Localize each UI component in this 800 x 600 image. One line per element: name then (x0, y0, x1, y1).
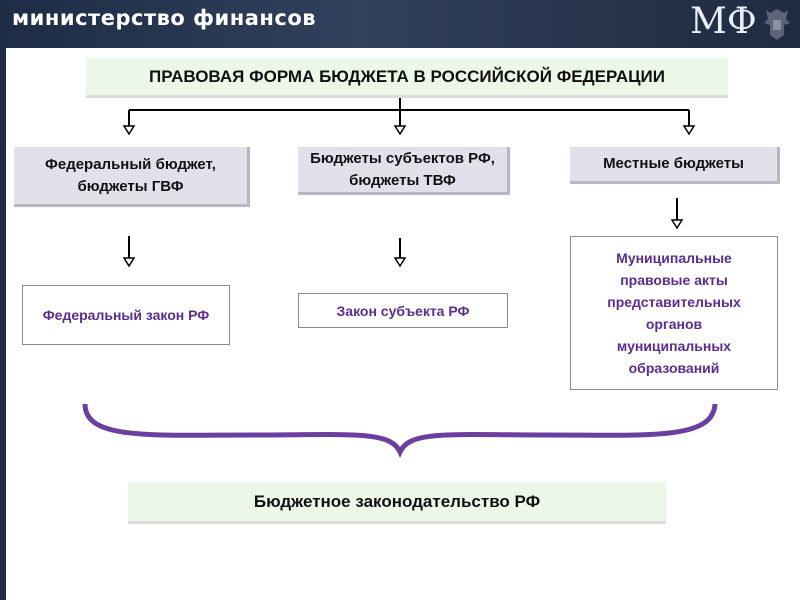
budget-legislation-box: Бюджетное законодательство РФ (128, 482, 666, 524)
left-accent-bar (0, 48, 6, 600)
budget-type-regional: Бюджеты субъектов РФ, бюджеты ТВФ (298, 147, 510, 195)
arrowhead-icon (393, 125, 407, 136)
header-bar: министерство финансов МФ (0, 0, 800, 48)
budget-type-local: Местные бюджеты (570, 147, 780, 184)
ministry-label: министерство финансов (12, 6, 317, 30)
coat-of-arms-icon (764, 9, 790, 40)
arrowhead-icon (122, 257, 136, 268)
legal-form-federal-law: Федеральный закон РФ (22, 285, 230, 345)
arrowhead-icon (393, 257, 407, 268)
budget-type-federal: Федеральный бюджет, бюджеты ГВФ (14, 147, 250, 207)
legal-form-municipal-acts: Муниципальные правовые акты представител… (570, 236, 778, 390)
arrowhead-icon (670, 219, 684, 230)
arrowhead-icon (122, 125, 136, 136)
arrowhead-icon (682, 125, 696, 136)
bottom-brace (82, 403, 718, 459)
diagram-title: ПРАВОВАЯ ФОРМА БЮДЖЕТА В РОССИЙСКОЙ ФЕДЕ… (86, 58, 728, 98)
legal-form-regional-law: Закон субъекта РФ (298, 293, 508, 328)
ministry-logo: МФ (690, 1, 757, 42)
